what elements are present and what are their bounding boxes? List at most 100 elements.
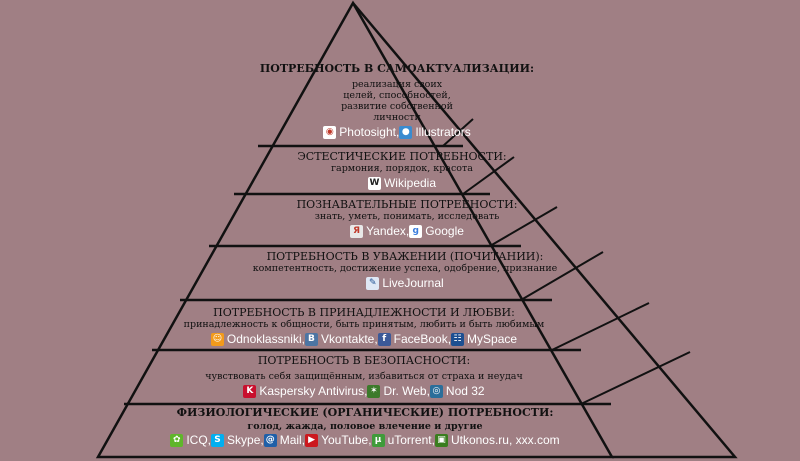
side-divider bbox=[520, 251, 604, 301]
site-item: ▣Utkonos.ru, xxx.com bbox=[434, 433, 560, 447]
site-label: Skype bbox=[227, 433, 261, 447]
tier-title: ПОТРЕБНОСТЬ В УВАЖЕНИИ (ПОЧИТАНИИ): bbox=[266, 250, 544, 263]
separator: , bbox=[396, 125, 400, 139]
youtube-icon: ▶ bbox=[305, 433, 319, 447]
pyramid-front-face bbox=[95, 0, 615, 459]
site-label: MySpace bbox=[467, 332, 518, 346]
tier-description: компетентность, достижение успеха, одобр… bbox=[252, 263, 558, 274]
mail-icon: @ bbox=[263, 433, 277, 447]
tier-title: ПОТРЕБНОСТЬ В БЕЗОПАСНОСТИ: bbox=[257, 354, 471, 367]
odnoklassniki-icon: ☺ bbox=[210, 332, 224, 346]
site-label: Vkontakte bbox=[320, 332, 375, 346]
wikipedia-icon: W bbox=[367, 176, 381, 190]
tier-title: ПОЗНАВАТЕЛЬНЫЕ ПОТРЕБНОСТИ: bbox=[296, 198, 518, 211]
side-divider bbox=[551, 302, 650, 351]
drweb-icon: ✶ bbox=[367, 384, 381, 398]
tier-title: ПОТРЕБНОСТЬ В ПРИНАДЛЕЖНОСТИ И ЛЮБВИ: bbox=[213, 306, 515, 319]
site-list: ◉Photosight,●Illustrators bbox=[0, 125, 797, 139]
utkonos-icon: ▣ bbox=[434, 433, 448, 447]
side-divider bbox=[580, 351, 691, 405]
separator: , bbox=[431, 433, 435, 447]
facebook-icon: f bbox=[377, 332, 391, 346]
site-item: ●Illustrators bbox=[399, 125, 471, 139]
site-label: uTorrent bbox=[387, 433, 432, 447]
tier-description: голод, жажда, половое влечение и другие bbox=[247, 421, 483, 432]
tier-aesthetic: ЭСТЕСТИЧЕСКИЕ ПОТРЕБНОСТИ: гармония, пор… bbox=[2, 150, 800, 191]
tier-title: ПОТРЕБНОСТЬ В САМОАКТУАЛИЗАЦИИ: bbox=[259, 62, 535, 75]
site-label: Yandex bbox=[366, 224, 406, 238]
tier-description: гармония, порядок, красота bbox=[331, 163, 473, 174]
site-label: Mail bbox=[279, 433, 302, 447]
tier-self-actualization: ПОТРЕБНОСТЬ В САМОАКТУАЛИЗАЦИИ: реализац… bbox=[0, 62, 797, 140]
tier-title: ЭСТЕСТИЧЕСКИЕ ПОТРЕБНОСТИ: bbox=[297, 150, 507, 163]
livejournal-icon: ✎ bbox=[366, 276, 380, 290]
google-icon: g bbox=[409, 224, 423, 238]
icq-icon: ✿ bbox=[170, 433, 184, 447]
skype-icon: S bbox=[211, 433, 225, 447]
site-item: ☷MySpace bbox=[451, 332, 517, 346]
site-item: ◎Nod 32 bbox=[429, 384, 485, 398]
side-divider bbox=[489, 206, 558, 247]
utorrent-icon: µ bbox=[371, 433, 385, 447]
tier-safety: ПОТРЕБНОСТЬ В БЕЗОПАСНОСТИ: чувствовать … bbox=[0, 354, 764, 399]
site-label: Kaspersky Antivirus bbox=[259, 384, 365, 398]
site-item: ✿ICQ bbox=[170, 433, 208, 447]
tier-physiological: ФИЗИОЛОГИЧЕСКИЕ (ОРГАНИЧЕСКИЕ) ПОТРЕБНОС… bbox=[0, 407, 765, 447]
site-label: ICQ bbox=[186, 433, 208, 447]
separator: , bbox=[301, 433, 306, 447]
tier-description: знать, уметь, понимать, исследовать bbox=[314, 211, 500, 222]
separator: , bbox=[301, 332, 305, 346]
tier-esteem: ПОТРЕБНОСТЬ В УВАЖЕНИИ (ПОЧИТАНИИ): комп… bbox=[5, 250, 800, 291]
site-item: ✎LiveJournal bbox=[366, 276, 444, 290]
site-label: Dr. Web bbox=[383, 384, 427, 398]
site-label: Utkonos.ru, xxx.com bbox=[450, 433, 560, 447]
separator: , bbox=[426, 384, 430, 398]
site-item: @Mail bbox=[263, 433, 302, 447]
site-label: Illustrators bbox=[415, 125, 471, 139]
site-label: YouTube bbox=[321, 433, 369, 447]
desc-line: целей, способностей, bbox=[343, 90, 451, 101]
site-label: LiveJournal bbox=[382, 276, 444, 290]
separator: , bbox=[447, 332, 452, 346]
site-item: ☺Odnoklassniki bbox=[210, 332, 302, 346]
separator: , bbox=[364, 384, 368, 398]
separator: , bbox=[368, 433, 372, 447]
site-item: ▶YouTube bbox=[305, 433, 368, 447]
tier-description: реализация своих целей, способностей, ра… bbox=[0, 79, 797, 123]
tier-belonging: ПОТРЕБНОСТЬ В ПРИНАДЛЕЖНОСТИ И ЛЮБВИ: пр… bbox=[0, 306, 764, 347]
separator: , bbox=[374, 332, 378, 346]
site-label: FaceBook bbox=[393, 332, 448, 346]
yandex-icon: Я bbox=[350, 224, 364, 238]
side-divider bbox=[462, 156, 515, 195]
pyramid-side-face bbox=[352, 2, 738, 459]
myspace-icon: ☷ bbox=[451, 332, 465, 346]
nod32-icon: ◎ bbox=[429, 384, 443, 398]
vkontakte-icon: B bbox=[304, 332, 318, 346]
site-label: Wikipedia bbox=[383, 176, 437, 190]
site-item: ✶Dr. Web bbox=[367, 384, 427, 398]
tier-description: чувствовать себя защищённым, избавиться … bbox=[205, 371, 523, 382]
kaspersky-icon: K bbox=[243, 384, 257, 398]
site-list: ✎LiveJournal bbox=[5, 276, 800, 290]
desc-line: реализация своих bbox=[351, 79, 443, 90]
tier-cognitive: ПОЗНАВАТЕЛЬНЫЕ ПОТРЕБНОСТИ: знать, уметь… bbox=[7, 198, 800, 239]
tier-description: принадлежность к общности, быть принятым… bbox=[183, 319, 545, 330]
illustrators-icon: ● bbox=[399, 125, 413, 139]
desc-line: личности bbox=[373, 112, 421, 123]
photosight-icon: ◉ bbox=[323, 125, 337, 139]
site-label: Odnoklassniki bbox=[226, 332, 302, 346]
separator: , bbox=[405, 224, 410, 238]
separator: , bbox=[260, 433, 264, 447]
separator: , bbox=[207, 433, 212, 447]
